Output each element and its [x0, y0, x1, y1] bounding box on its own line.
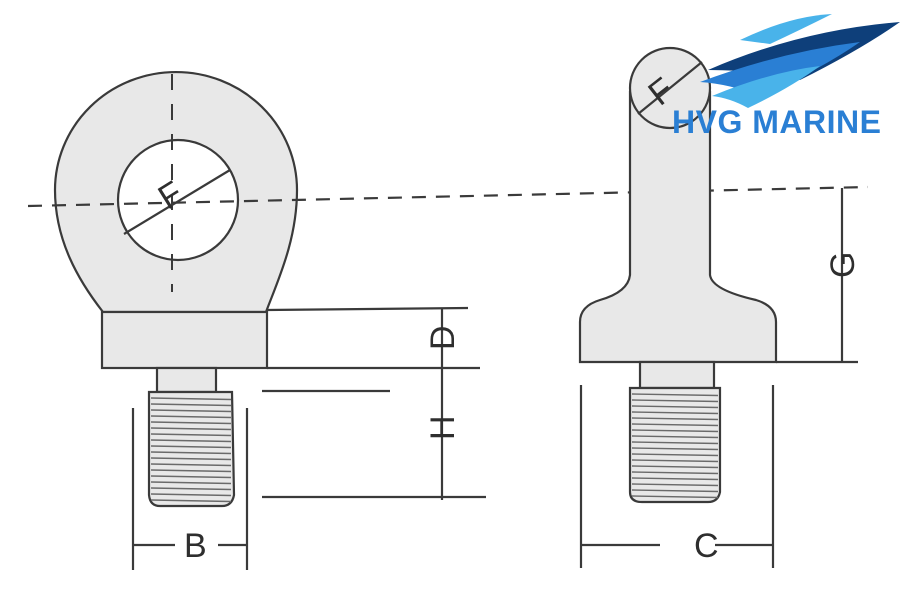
logo-swoosh-mid	[700, 42, 860, 96]
thread-line	[150, 403, 232, 407]
thread-line	[631, 405, 719, 409]
thread-line	[150, 427, 232, 431]
label-b: B	[184, 527, 207, 565]
thread-line	[631, 393, 719, 397]
thread-line	[150, 469, 232, 473]
thread-line	[631, 483, 719, 487]
thread-line	[631, 477, 719, 481]
thread-line	[150, 409, 232, 413]
thread-line	[150, 415, 232, 419]
thread-line	[150, 499, 232, 503]
thread-line	[631, 495, 719, 499]
label-h: H	[424, 415, 462, 440]
thread-line	[631, 429, 719, 433]
thread-line	[150, 445, 232, 449]
logo-swoosh-top	[740, 14, 832, 44]
label-d: D	[424, 325, 462, 350]
thread-line	[631, 471, 719, 475]
thread-line	[150, 475, 232, 479]
collar-top-ext-line	[266, 306, 469, 312]
thread-line	[150, 439, 232, 443]
thread-line	[631, 417, 719, 421]
side-neck	[638, 360, 716, 390]
thread-lines	[150, 397, 232, 503]
thread-line	[150, 451, 232, 455]
thread-line	[631, 399, 719, 403]
thread-line	[631, 435, 719, 439]
side-thread-lines	[631, 393, 719, 499]
side-ring-diameter-line	[637, 61, 703, 115]
thread-line	[150, 487, 232, 491]
thread-line	[150, 493, 232, 497]
label-c: C	[694, 527, 719, 565]
thread-line	[631, 441, 719, 445]
thread-line	[150, 457, 232, 461]
thread-line	[631, 489, 719, 493]
eye-ring	[53, 70, 299, 314]
shank-neck	[155, 366, 218, 394]
horizontal-centerline	[27, 185, 869, 208]
thread-line	[150, 433, 232, 437]
eye-collar	[100, 310, 269, 370]
side-view: F C G	[578, 46, 862, 568]
thread-line	[631, 423, 719, 427]
thread-line	[631, 465, 719, 469]
thread-line	[631, 411, 719, 415]
thread-line	[631, 453, 719, 457]
label-f-left: F	[152, 174, 190, 217]
front-view: F B D H	[53, 70, 486, 570]
thread-line	[150, 397, 232, 401]
thread-line	[150, 481, 232, 485]
thread-line	[150, 421, 232, 425]
label-g: G	[824, 252, 862, 278]
thread-line	[631, 447, 719, 451]
logo-swoosh-light	[712, 66, 820, 108]
logo-text: HVG MARINE	[672, 104, 881, 140]
thread-line	[150, 463, 232, 467]
hvg-marine-logo: HVG MARINE	[672, 14, 900, 140]
thread-line	[631, 459, 719, 463]
